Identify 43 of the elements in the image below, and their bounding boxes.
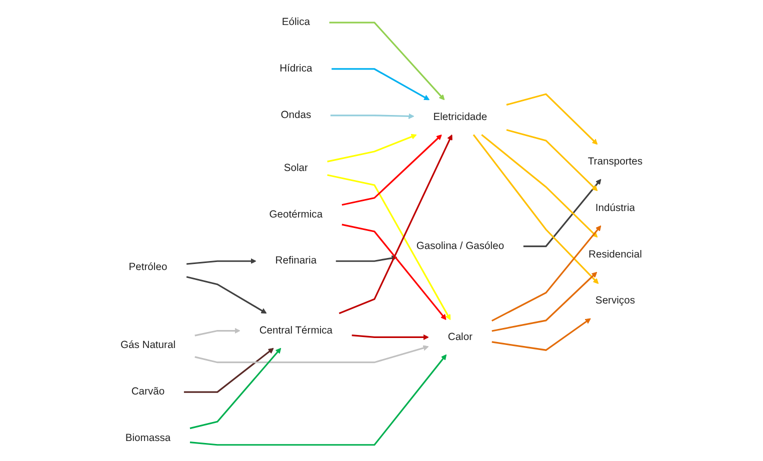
arrow [472, 134, 599, 284]
node-text: Petróleo [128, 262, 168, 273]
arrow [352, 334, 429, 340]
arrow [492, 225, 602, 322]
node-text: Calor [448, 331, 473, 342]
arrow [194, 345, 429, 364]
node-text: Hídrica [280, 63, 312, 74]
arrow [330, 113, 414, 120]
arrow [492, 272, 598, 332]
node-text: Central Térmica [259, 324, 333, 336]
node-text: Serviços [595, 295, 635, 306]
node-text: Refinaria [275, 255, 317, 266]
arrow [190, 354, 447, 446]
node-text: Residencial [588, 248, 642, 260]
node-text: Gás Natural [120, 340, 176, 351]
arrow [327, 134, 417, 162]
arrow [506, 129, 598, 192]
arrow [186, 276, 267, 314]
arrow [329, 22, 445, 100]
arrow [342, 134, 442, 206]
node-text: Ondas [280, 110, 312, 121]
node-text: Eólica [282, 16, 310, 28]
node-text: Solar [284, 162, 308, 174]
node-text: Biomassa [125, 432, 171, 444]
node-text: Eletricidade [433, 112, 488, 123]
arrow [481, 134, 598, 238]
arrow [338, 134, 452, 314]
arrow [327, 174, 451, 320]
arrow [194, 328, 240, 336]
arrow [190, 348, 282, 430]
arrow [336, 255, 398, 262]
arrow [492, 318, 591, 351]
arrow [523, 178, 602, 248]
arrow [184, 348, 274, 393]
arrow [332, 68, 430, 100]
node-text: Transportes [588, 156, 643, 167]
node-text: Carvão [131, 386, 165, 398]
arrow [342, 224, 446, 320]
arrow [506, 93, 598, 145]
node-text: Gasolina / Gasóleo [416, 240, 504, 252]
node-text: Indústria [595, 202, 635, 214]
node-text: Geotérmica [269, 208, 323, 220]
arrow [186, 258, 256, 265]
